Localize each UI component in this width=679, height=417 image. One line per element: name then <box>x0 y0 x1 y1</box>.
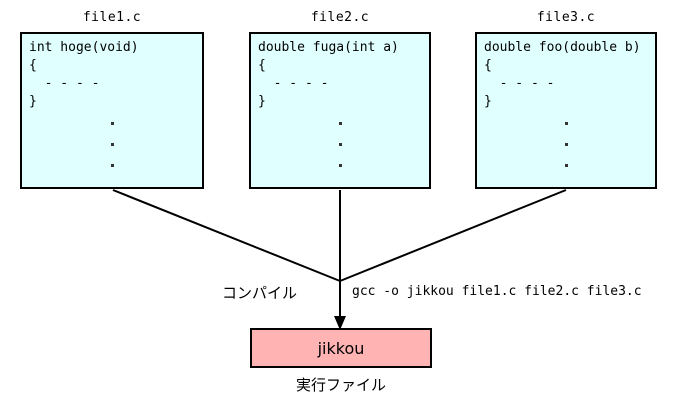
file-title-3: file3.c <box>536 10 596 25</box>
ellipsis-dots-3 <box>477 122 655 185</box>
file-title-1: file1.c <box>82 10 142 25</box>
dot <box>564 164 568 167</box>
executable-name: jikkou <box>317 338 365 358</box>
dot <box>338 164 342 167</box>
connector-line-file3 <box>339 189 567 282</box>
compile-label: コンパイル <box>222 284 298 302</box>
dot <box>338 122 342 125</box>
executable-caption: 実行ファイル <box>295 376 386 394</box>
dot <box>564 122 568 125</box>
connector-line-file1 <box>112 189 341 282</box>
executable-box: jikkou <box>250 328 432 368</box>
source-code-3: double foo(double b) { - - - - } <box>484 40 641 109</box>
dot <box>338 143 342 146</box>
source-file-box-1: int hoge(void) { - - - - } <box>20 32 204 189</box>
compile-command: gcc -o jikkou file1.c file2.c file3.c <box>352 284 642 299</box>
source-file-box-2: double fuga(int a) { - - - - } <box>249 32 431 189</box>
dot <box>110 164 114 167</box>
source-code-1: int hoge(void) { - - - - } <box>29 40 139 109</box>
dot <box>110 143 114 146</box>
ellipsis-dots-2 <box>251 122 429 185</box>
dot <box>110 122 114 125</box>
ellipsis-dots-1 <box>22 122 202 185</box>
source-file-box-3: double foo(double b) { - - - - } <box>475 32 657 189</box>
dot <box>564 143 568 146</box>
file-title-2: file2.c <box>310 10 370 25</box>
source-code-2: double fuga(int a) { - - - - } <box>258 40 399 109</box>
